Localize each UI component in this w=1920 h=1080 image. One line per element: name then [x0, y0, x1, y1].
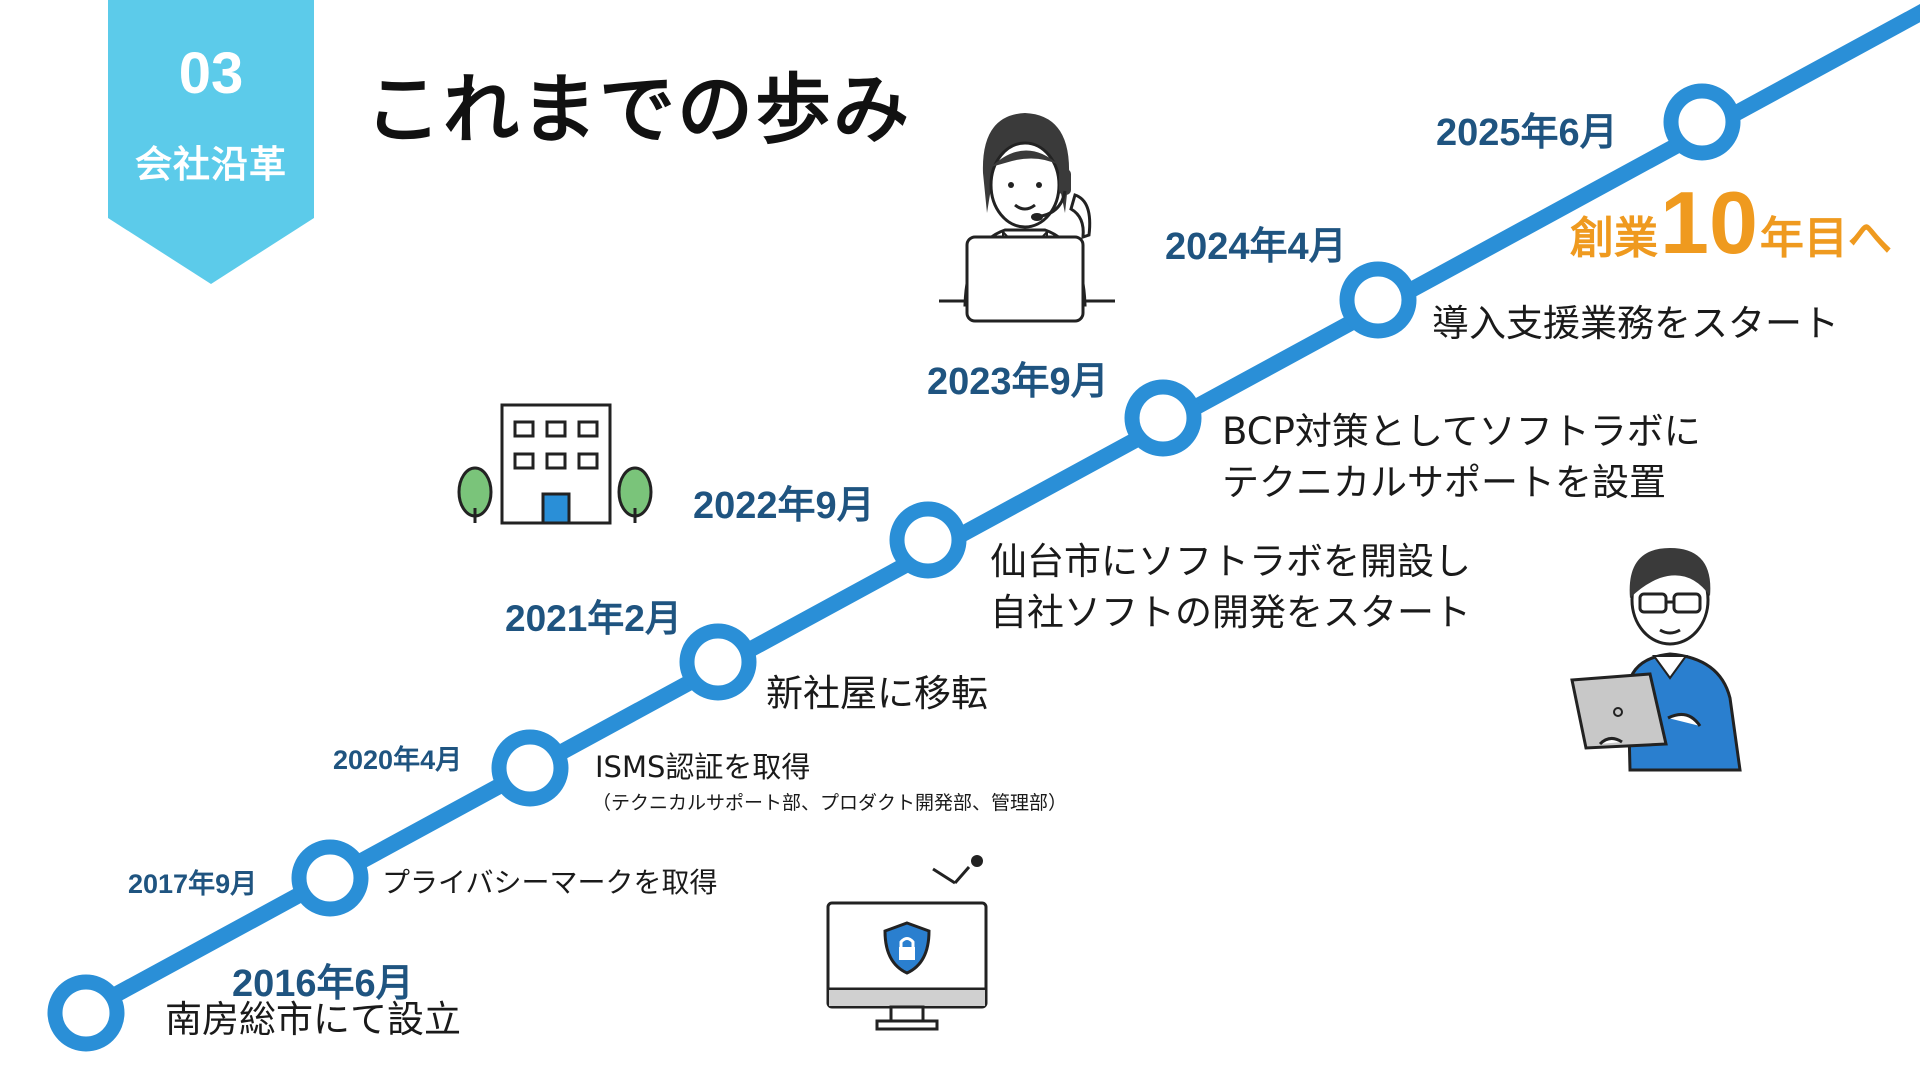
event-desc-2024: 導入支援業務をスタート	[1432, 302, 1839, 345]
event-date-2021: 2021年2月	[505, 598, 682, 639]
event-desc-2020: ISMS認証を取得	[595, 750, 811, 784]
event-date-2024: 2024年4月	[1165, 226, 1347, 268]
event-date-2022: 2022年9月	[693, 485, 875, 527]
timeline-node-7	[1663, 83, 1741, 161]
timeline-line	[52, 4, 1920, 1033]
section-badge: 03 会社沿革	[108, 0, 314, 284]
event-date-2025: 2025年6月	[1436, 112, 1618, 154]
timeline-node-1	[291, 839, 369, 917]
timeline-node-0	[47, 974, 125, 1052]
timeline-node-6	[1339, 261, 1417, 339]
event-date-2020: 2020年4月	[333, 745, 463, 775]
milestone-suffix: 年目へ	[1759, 213, 1892, 264]
timeline-node-5	[1124, 379, 1202, 457]
timeline-node-2	[491, 729, 569, 807]
event-date-2017: 2017年9月	[128, 869, 258, 899]
event-date-2016: 2016年6月	[232, 963, 414, 1005]
event-date-2023: 2023年9月	[927, 361, 1109, 403]
operator-with-headset-icon	[939, 113, 1115, 323]
event-desc-2016: 南房総市にて設立	[165, 998, 461, 1041]
event-desc-2021: 新社屋に移転	[766, 672, 988, 715]
event-desc-2022: 仙台市にソフトラボを開設し 自社ソフトの開発をスタート	[990, 540, 1471, 635]
event-desc-2017: プライバシーマークを取得	[382, 866, 718, 899]
security-monitor-icon	[826, 855, 988, 1031]
timeline-node-4	[889, 501, 967, 579]
office-building-icon	[457, 403, 653, 525]
engineer-with-laptop-icon	[1570, 548, 1742, 772]
milestone-number: 10	[1660, 173, 1758, 272]
event-desc-2023: BCP対策としてソフトラボに テクニカルサポートを設置	[1222, 410, 1701, 505]
page-title: これまでの歩み	[365, 65, 911, 154]
section-number: 03	[178, 41, 244, 106]
milestone-prefix: 創業	[1570, 213, 1658, 264]
milestone-text: 創業10年目へ	[1570, 172, 1892, 274]
event-note-2020: （テクニカルサポート部、プロダクト開発部、管理部）	[592, 792, 1068, 814]
timeline-node-3	[679, 623, 757, 701]
section-label: 会社沿革	[135, 143, 287, 186]
